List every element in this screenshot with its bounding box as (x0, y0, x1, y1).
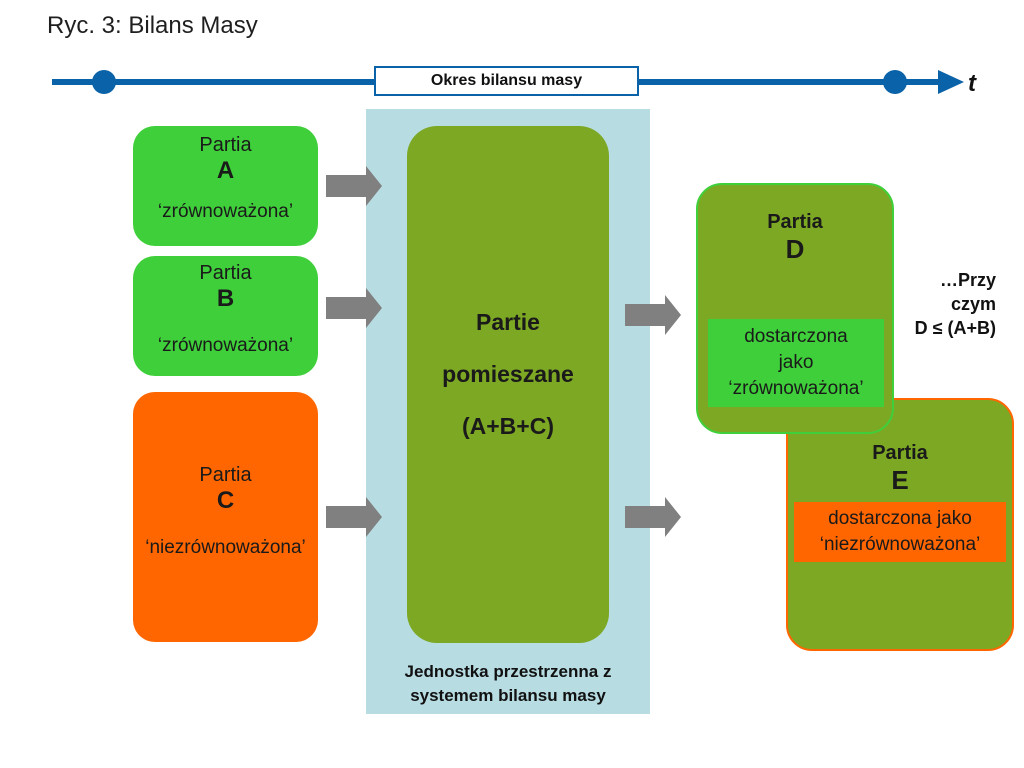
mixed-line-1: Partie (476, 309, 540, 335)
batch-d-note-line-3: ‘zrównoważona’ (728, 378, 864, 399)
time-axis-label: t (968, 70, 976, 97)
batch-e-note-line-1: dostarczona jako (828, 508, 972, 529)
spatial-unit-label: Jednostka przestrzenna z systemem bilans… (366, 660, 650, 708)
condition-line-3: D ≤ (A+B) (914, 318, 996, 338)
mixed-batches-box: Partie pomieszane (A+B+C) (407, 126, 609, 643)
batch-d-note-line-2: jako (778, 352, 814, 373)
condition-line-2: czym (950, 294, 996, 314)
arrow-b-to-mixed (326, 288, 382, 328)
timeline-arrowhead (938, 70, 964, 94)
mass-balance-period-label: Okres bilansu masy (374, 66, 639, 96)
figure-title: Ryc. 3: Bilans Masy (47, 12, 258, 39)
batch-b-status: ‘zrównoważona’ (157, 335, 294, 356)
batch-d-letter: D (785, 234, 805, 264)
batch-e-letter: E (891, 465, 909, 495)
batch-a-letter: A (216, 157, 235, 184)
batch-c-status: ‘niezrównoważona’ (145, 537, 306, 558)
batch-d-delivery-note: dostarczona jako ‘zrównoważona’ (708, 319, 884, 407)
batch-d-word: Partia (767, 211, 823, 233)
batch-a-word: Partia (199, 134, 252, 156)
condition-line-1: …Przy (939, 270, 996, 290)
batch-e-note-line-2: ‘niezrównoważona’ (819, 534, 981, 555)
arrow-a-to-mixed (326, 166, 382, 206)
batch-e-word: Partia (872, 442, 928, 464)
unit-label-line-2: systemem bilansu masy (410, 686, 606, 705)
arrow-c-to-mixed (326, 497, 382, 537)
batch-b-word: Partia (199, 262, 252, 284)
batch-b-letter: B (216, 285, 235, 312)
timeline-start-marker (92, 70, 116, 94)
batch-e-delivery-note: dostarczona jako ‘niezrównoważona’ (794, 502, 1006, 562)
mixed-line-3: (A+B+C) (461, 413, 554, 439)
batch-c-word: Partia (199, 464, 252, 486)
batch-d-box: Partia D dostarczona jako ‘zrównoważona’ (696, 183, 894, 434)
batch-c-letter: C (216, 487, 235, 514)
condition-note: …Przy czym D ≤ (A+B) (900, 268, 996, 340)
batch-e-box: Partia E dostarczona jako ‘niezrównoważo… (786, 398, 1014, 651)
batch-d-note-line-1: dostarczona (744, 326, 848, 347)
batch-c-box: Partia C ‘niezrównoważona’ (133, 392, 318, 642)
timeline-end-marker (883, 70, 907, 94)
batch-a-status: ‘zrównoważona’ (157, 201, 294, 222)
arrow-mixed-to-e (625, 497, 681, 537)
arrow-mixed-to-d (625, 295, 681, 335)
batch-b-box: Partia B ‘zrównoważona’ (133, 256, 318, 376)
mixed-line-2: pomieszane (442, 361, 574, 387)
unit-label-line-1: Jednostka przestrzenna z (404, 662, 612, 681)
batch-a-box: Partia A ‘zrównoważona’ (133, 126, 318, 246)
